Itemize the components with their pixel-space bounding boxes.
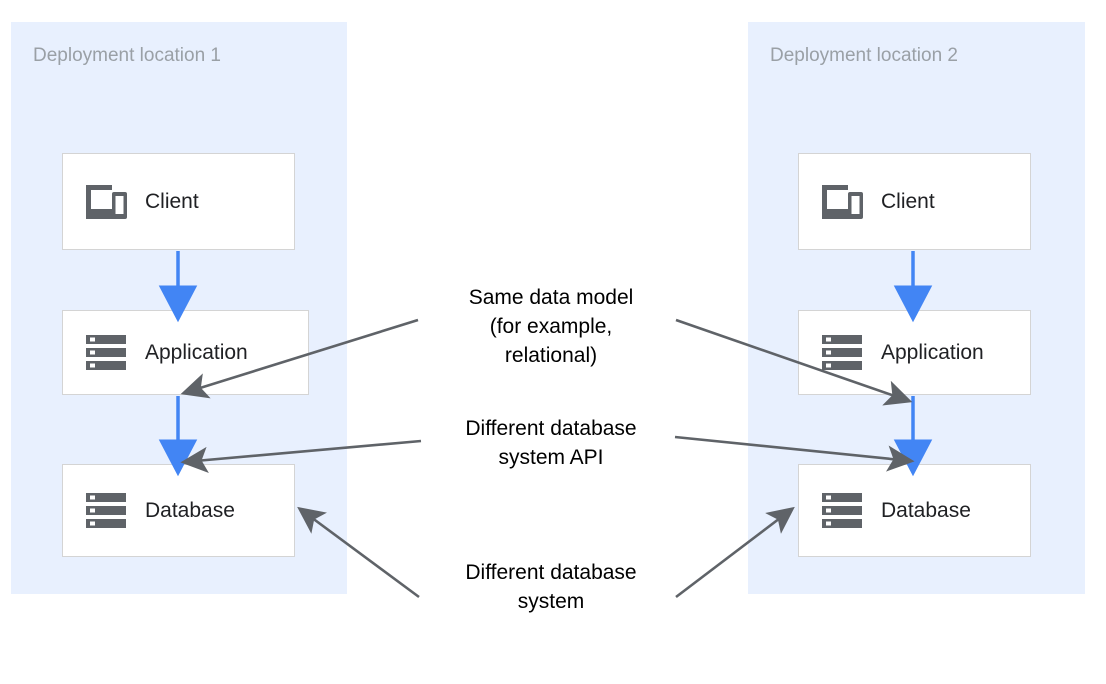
node-database-2[interactable]: Database xyxy=(798,464,1031,557)
annotation-different-database-system-api: Different database system API xyxy=(465,417,637,469)
zone-1-label: Deployment location 1 xyxy=(33,45,221,66)
server-stack-icon xyxy=(819,489,865,533)
node-database-2-label: Database xyxy=(881,498,971,522)
node-application-1[interactable]: Application xyxy=(62,310,309,395)
node-client-2-label: Client xyxy=(881,189,935,213)
zone-2-label: Deployment location 2 xyxy=(770,45,958,66)
server-stack-icon xyxy=(83,331,129,375)
node-application-2[interactable]: Application xyxy=(798,310,1031,395)
server-stack-icon xyxy=(83,489,129,533)
node-database-1[interactable]: Database xyxy=(62,464,295,557)
node-application-2-label: Application xyxy=(881,340,984,364)
server-stack-icon xyxy=(819,331,865,375)
devices-icon xyxy=(83,180,129,224)
node-database-1-label: Database xyxy=(145,498,235,522)
annotation-different-database-system: Different database system xyxy=(465,561,637,613)
node-client-2[interactable]: Client xyxy=(798,153,1031,250)
node-application-1-label: Application xyxy=(145,340,248,364)
devices-icon xyxy=(819,180,865,224)
node-client-1-label: Client xyxy=(145,189,199,213)
annotation-same-data-model: Same data model (for example, relational… xyxy=(468,286,634,367)
node-client-1[interactable]: Client xyxy=(62,153,295,250)
